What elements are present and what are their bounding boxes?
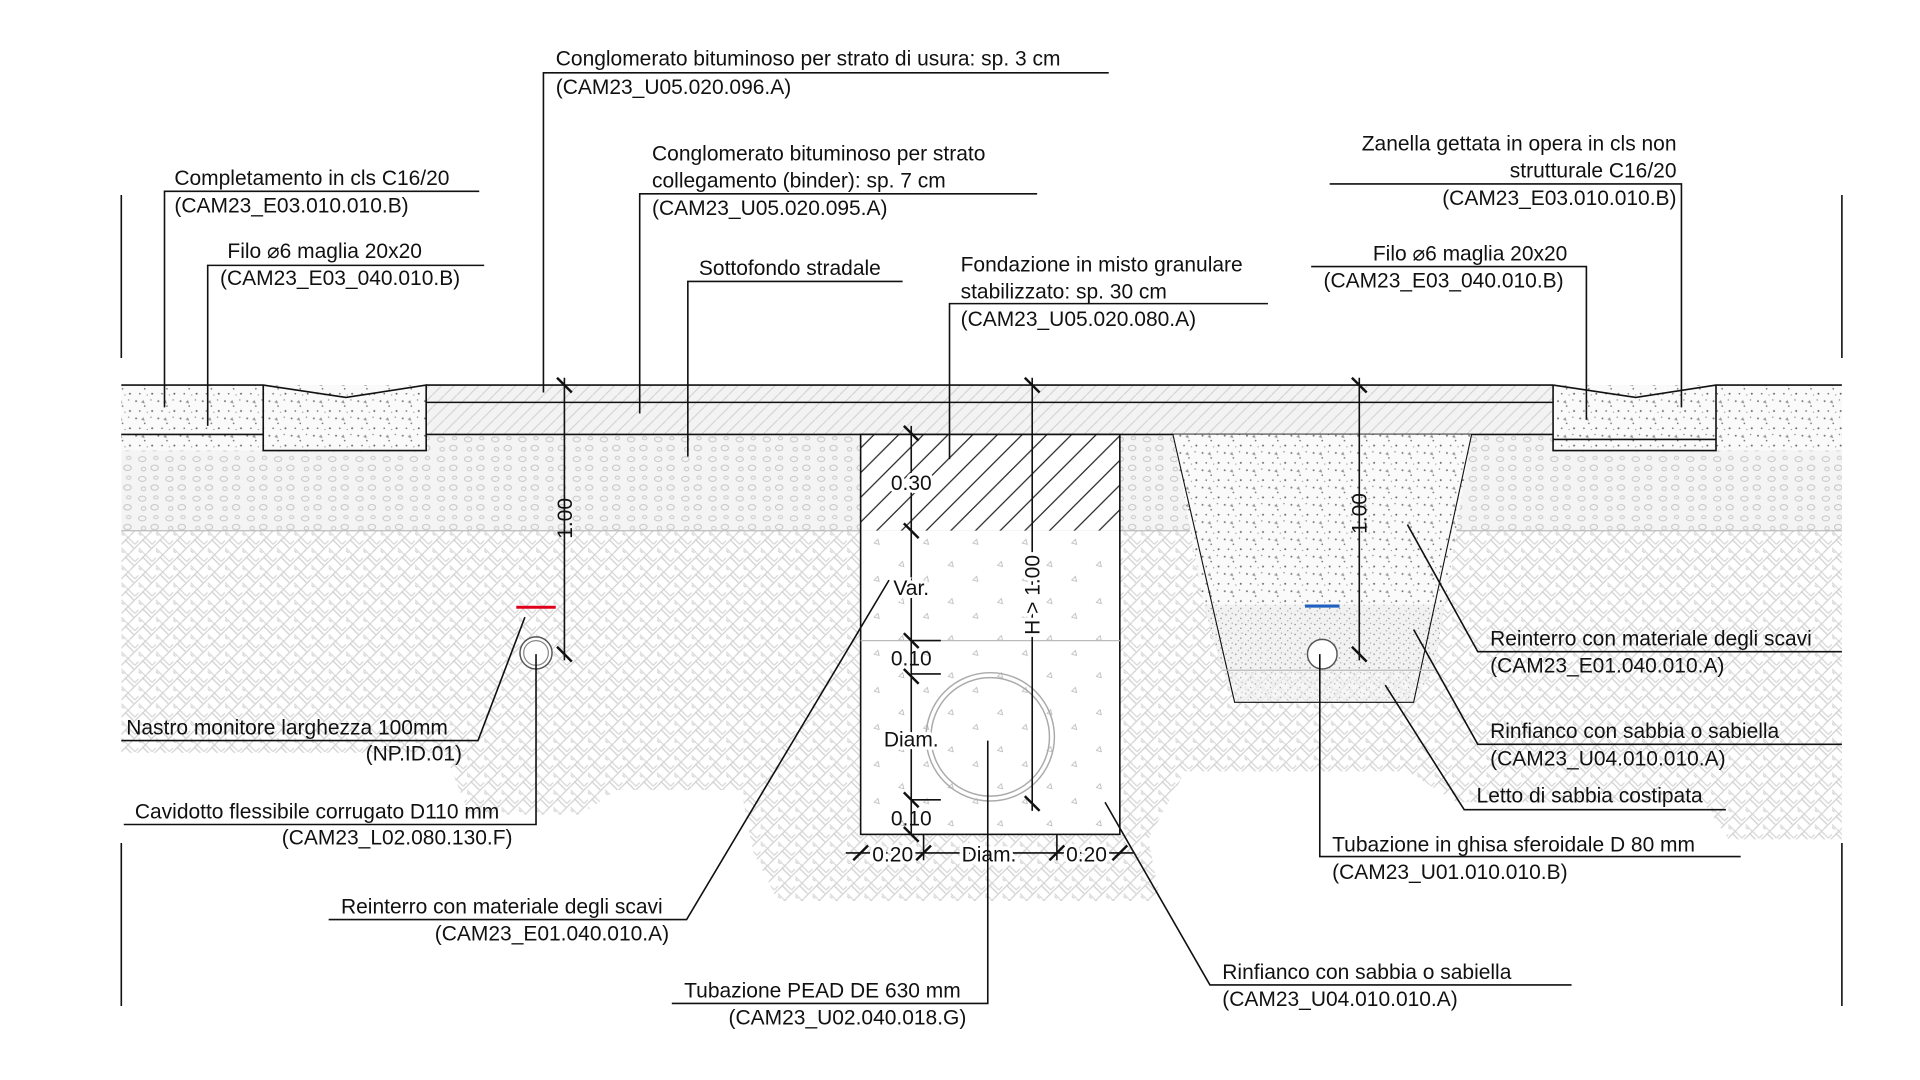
right-sand-bed <box>1222 670 1435 703</box>
label-rinfianco-center: Rinfianco con sabbia o sabiella (CAM23_U0… <box>1222 961 1511 1011</box>
dim-bottom-bed: 0.10 <box>891 808 932 831</box>
svg-text:(CAM23_L02.080.130.F): (CAM23_L02.080.130.F) <box>282 826 513 849</box>
svg-text:(CAM23_U05.020.080.A): (CAM23_U05.020.080.A) <box>961 308 1196 331</box>
dimension-labels: 1.00 1.00 H > 1.00 0.30 Var. 0.10 Diam. … <box>554 469 1372 870</box>
svg-text:Reinterro con materiale degli: Reinterro con materiale degli scavi <box>1490 628 1812 651</box>
pead-pipe <box>925 671 1056 802</box>
svg-text:Cavidotto flessibile corrugato: Cavidotto flessibile corrugato D110 mm <box>135 800 499 823</box>
svg-text:Sottofondo stradale: Sottofondo stradale <box>699 257 881 280</box>
label-binder: Conglomerato bituminoso per strato colleg… <box>652 142 985 219</box>
svg-text:(CAM23_E03.010.010.B): (CAM23_E03.010.010.B) <box>1442 187 1676 210</box>
dim-foundation: 0.30 <box>891 472 932 495</box>
svg-text:(CAM23_U01.010.010.B): (CAM23_U01.010.010.B) <box>1332 861 1567 884</box>
svg-text:Fondazione in misto granulare: Fondazione in misto granulare <box>961 254 1243 277</box>
svg-text:Rinfianco con sabbia o sabiell: Rinfianco con sabbia o sabiella <box>1490 720 1779 743</box>
svg-text:Tubazione in ghisa sferoidale: Tubazione in ghisa sferoidale D 80 mm <box>1332 834 1695 857</box>
leader-lines <box>121 72 1842 1005</box>
section-break-lines <box>120 195 1843 1006</box>
dim-variable: Var. <box>893 577 929 600</box>
label-nastro: Nastro monitore larghezza 100mm (NP.ID.01… <box>126 716 462 765</box>
cast-iron-pipe <box>1306 638 1338 670</box>
dimension-lines <box>556 376 1368 862</box>
label-fondazione: Fondazione in misto granulare stabilizzat… <box>961 254 1243 331</box>
svg-text:Nastro monitore larghezza 100m: Nastro monitore larghezza 100mm <box>126 716 448 739</box>
label-reinterro-right: Reinterro con materiale degli scavi (CAM2… <box>1490 628 1812 678</box>
svg-text:(NP.ID.01): (NP.ID.01) <box>366 742 462 765</box>
svg-text:(CAM23_E03_040.010.B): (CAM23_E03_040.010.B) <box>1323 270 1563 293</box>
svg-text:(CAM23_E03.010.010.B): (CAM23_E03.010.010.B) <box>174 194 408 217</box>
svg-text:Letto di sabbia costipata: Letto di sabbia costipata <box>1477 784 1703 807</box>
right-backfill <box>1172 434 1472 605</box>
label-sottofondo: Sottofondo stradale <box>699 257 881 280</box>
dim-side-left: 0.20 <box>872 844 913 867</box>
label-cavidotto: Cavidotto flessibile corrugato D110 mm (C… <box>135 800 513 849</box>
dim-diameter-horizontal: Diam. <box>962 844 1017 867</box>
label-pead: Tubazione PEAD DE 630 mm (CAM23_U02.040.0… <box>684 979 966 1029</box>
left-curb <box>121 384 427 452</box>
foundation-layer <box>860 434 1120 531</box>
svg-text:Zanella gettata in opera in cl: Zanella gettata in opera in cls non <box>1362 133 1677 156</box>
label-rinfianco-right: Rinfianco con sabbia o sabiella (CAM23_U0… <box>1490 720 1779 770</box>
dim-right-depth: 1.00 <box>1349 493 1372 534</box>
svg-text:Rinfianco con sabbia o sabiell: Rinfianco con sabbia o sabiella <box>1222 961 1511 984</box>
wearing-course <box>426 385 1554 403</box>
svg-text:(CAM23_E01.040.010.A): (CAM23_E01.040.010.A) <box>435 923 669 946</box>
label-completamento: Completamento in cls C16/20 (CAM23_E03.01… <box>174 167 449 217</box>
svg-text:(CAM23_E01.040.010.A): (CAM23_E01.040.010.A) <box>1490 655 1724 678</box>
dim-left-depth: 1.00 <box>554 498 577 539</box>
svg-text:strutturale C16/20: strutturale C16/20 <box>1510 160 1677 183</box>
cable-duct <box>519 636 553 670</box>
svg-text:Conglomerato bituminoso per st: Conglomerato bituminoso per strato di us… <box>556 47 1061 70</box>
dim-side-right: 0.20 <box>1066 844 1107 867</box>
svg-text:(CAM23_U02.040.018.G): (CAM23_U02.040.018.G) <box>729 1006 967 1029</box>
annotation-labels: Conglomerato bituminoso per strato di us… <box>126 47 1812 1029</box>
svg-text:Conglomerato bituminoso per st: Conglomerato bituminoso per strato <box>652 142 985 165</box>
svg-text:Tubazione PEAD DE 630 mm: Tubazione PEAD DE 630 mm <box>684 979 961 1002</box>
svg-text:Completamento in cls C16/20: Completamento in cls C16/20 <box>174 167 449 190</box>
label-ghisa: Tubazione in ghisa sferoidale D 80 mm (CA… <box>1332 834 1695 884</box>
svg-text:(CAM23_U04.010.010.A): (CAM23_U04.010.010.A) <box>1490 747 1725 770</box>
svg-text:(CAM23_E03_040.010.B): (CAM23_E03_040.010.B) <box>220 267 460 290</box>
dim-top-clearance: 0.10 <box>891 647 932 670</box>
svg-text:Reinterro con materiale degli: Reinterro con materiale degli scavi <box>341 895 663 918</box>
label-filo-left: Filo ⌀6 maglia 20x20 (CAM23_E03_040.010.B… <box>220 240 460 290</box>
svg-text:(CAM23_U05.020.096.A): (CAM23_U05.020.096.A) <box>556 76 791 99</box>
right-sand-surround <box>1203 604 1445 671</box>
dim-diameter-vertical: Diam. <box>884 729 939 752</box>
label-letto: Letto di sabbia costipata <box>1477 784 1703 807</box>
svg-text:stabilizzato: sp. 30 cm: stabilizzato: sp. 30 cm <box>961 281 1167 304</box>
svg-text:Filo ⌀6 maglia 20x20: Filo ⌀6 maglia 20x20 <box>1373 242 1567 265</box>
label-zanella: Zanella gettata in opera in cls non strut… <box>1362 133 1677 210</box>
svg-text:collegamento (binder): sp. 7 c: collegamento (binder): sp. 7 cm <box>652 170 946 193</box>
svg-text:(CAM23_U04.010.010.A): (CAM23_U04.010.010.A) <box>1222 988 1457 1011</box>
label-reinterro-left: Reinterro con materiale degli scavi (CAM2… <box>341 895 669 945</box>
label-filo-right: Filo ⌀6 maglia 20x20 (CAM23_E03_040.010.B… <box>1323 242 1567 292</box>
dim-trench-depth: H > 1.00 <box>1022 555 1045 635</box>
binder-course <box>426 402 1554 435</box>
right-curb <box>1552 384 1842 452</box>
svg-text:Filo ⌀6 maglia 20x20: Filo ⌀6 maglia 20x20 <box>227 240 421 263</box>
svg-text:(CAM23_U05.020.095.A): (CAM23_U05.020.095.A) <box>652 197 887 220</box>
pipe-trench-fill <box>860 530 1120 835</box>
label-usura: Conglomerato bituminoso per strato di us… <box>556 47 1061 98</box>
